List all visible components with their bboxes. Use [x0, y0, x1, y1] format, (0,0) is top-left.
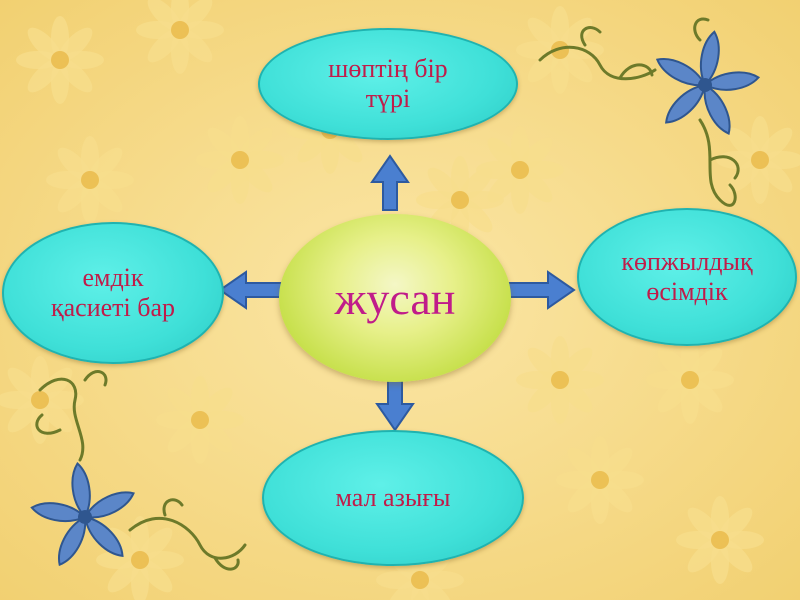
node-bottom: мал азығы	[262, 430, 524, 566]
node-right-label: көпжылдық өсімдік	[621, 247, 753, 306]
node-top: шөптің бір түрі	[258, 28, 518, 140]
center-node: жусан	[279, 214, 511, 382]
node-left: емдік қасиеті бар	[2, 222, 224, 364]
node-right: көпжылдық өсімдік	[577, 208, 797, 346]
node-top-label: шөптің бір түрі	[328, 54, 448, 113]
node-bottom-label: мал азығы	[335, 483, 451, 512]
node-left-label: емдік қасиеті бар	[50, 263, 176, 322]
center-node-label: жусан	[334, 272, 456, 324]
